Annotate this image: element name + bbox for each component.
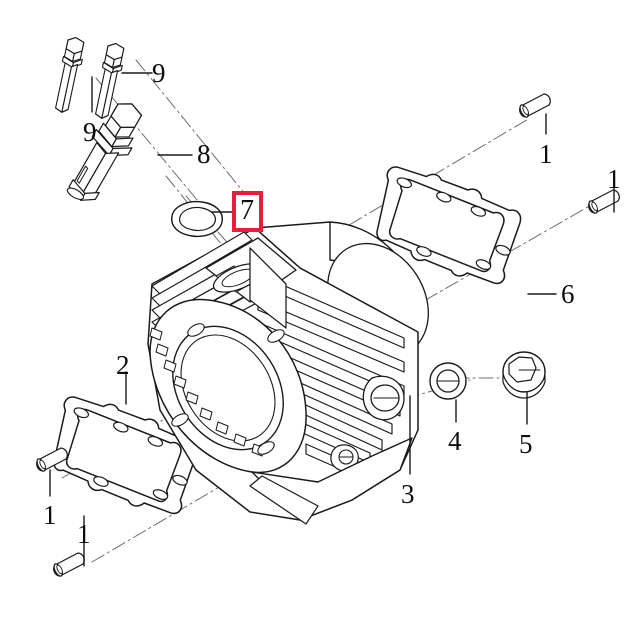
highlight-box-callout-7[interactable]	[232, 191, 263, 232]
callout-1-d: 1	[77, 519, 91, 549]
part-flange-bolt-a	[51, 35, 88, 115]
callout-1-b: 1	[607, 164, 621, 194]
callout-8: 8	[197, 139, 211, 169]
callout-7: 7	[240, 195, 254, 226]
part-sealing-washer	[429, 362, 467, 400]
callout-1-a: 1	[539, 139, 553, 169]
callout-1-c: 1	[43, 500, 57, 530]
callout-4: 4	[448, 426, 462, 456]
part-oil-drain-bolt	[502, 351, 546, 399]
callout-2: 2	[116, 350, 130, 380]
callout-5: 5	[519, 429, 533, 459]
part-dowel-pin-d	[51, 552, 85, 578]
part-tensioner-gasket	[171, 200, 223, 238]
part-cam-chain-tensioner	[66, 103, 143, 201]
part-cylinder-block	[147, 221, 429, 525]
callout-3: 3	[401, 479, 415, 509]
callout-6: 6	[561, 279, 575, 309]
callout-9-b: 9	[83, 117, 97, 147]
callout-9-a: 9	[152, 58, 166, 88]
